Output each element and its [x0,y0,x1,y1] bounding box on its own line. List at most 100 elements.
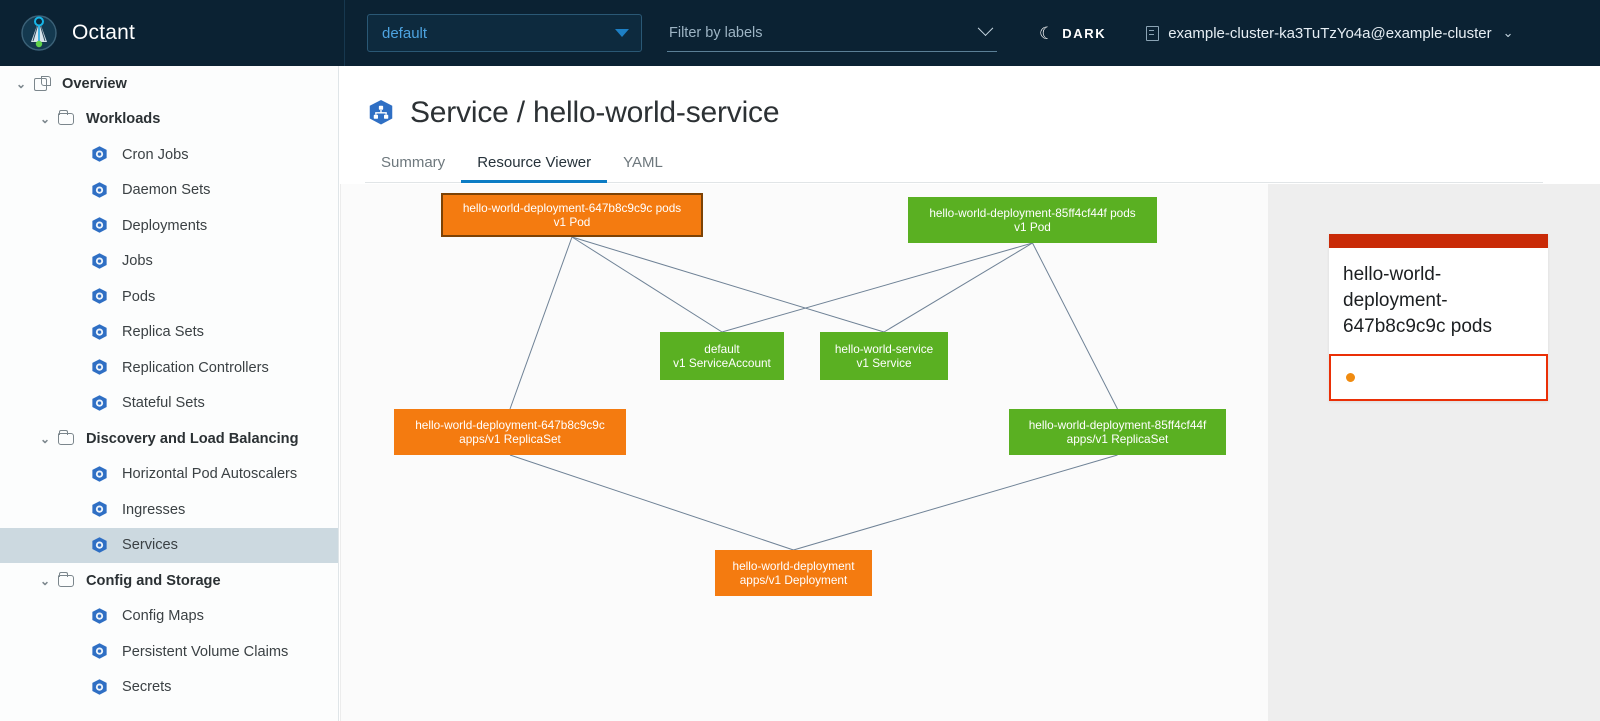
sidebar-item-jobs[interactable]: Jobs [0,244,338,280]
sidebar-item-services[interactable]: Services [0,527,338,563]
k8s-replicaset-icon [90,323,109,342]
graph-node-kind: v1 ServiceAccount [673,356,771,370]
k8s-service-icon [366,98,396,128]
sidebar-item-secrets[interactable]: Secrets [0,670,338,706]
graph-node-title: default [704,341,740,356]
graph-node-kind: apps/v1 ReplicaSet [1066,432,1169,446]
graph-node-kind: v1 Pod [1014,220,1051,234]
folder-icon [58,429,74,445]
tab-yaml[interactable]: YAML [623,154,663,171]
sidebar-item-label: Jobs [122,253,153,270]
brand[interactable]: Octant [0,0,345,66]
graph-edge [721,242,1033,333]
k8s-replicationcontroller-icon [90,358,109,377]
chevron-down-icon[interactable]: ⌄ [39,431,51,446]
sidebar-item-label: Ingresses [122,501,186,518]
sidebar-item-stateful-sets[interactable]: Stateful Sets [0,386,338,422]
sidebar-item-label: Config Maps [122,608,204,625]
labels-filter-placeholder: Filter by labels [669,24,763,41]
caret-down-icon [615,29,629,37]
app-header: Octant default Filter by labels ☾ DARK e… [0,0,1600,66]
sidebar-item-label: Persistent Volume Claims [122,643,289,660]
sidebar-item-config-maps[interactable]: Config Maps [0,599,338,635]
sidebar-item-pods[interactable]: Pods [0,279,338,315]
folder-icon [58,571,74,587]
status-dot-warning-icon [1346,373,1355,382]
graph-edge [509,236,573,410]
resource-viewer: hello-world-deployment-647b8c9c9c pods v1… [340,184,1600,721]
main-content: Service / hello-world-service Summary Res… [339,66,1600,721]
sidebar-item-label: Workloads [86,111,161,128]
sidebar-item-label: Stateful Sets [122,395,205,412]
labels-filter-input[interactable]: Filter by labels [667,14,997,52]
chevron-down-icon[interactable]: ⌄ [39,112,51,127]
graph-edge [1032,242,1118,410]
sidebar-item-workloads[interactable]: ⌄ Workloads [0,102,338,138]
detail-card-title: hello-world-deployment-647b8c9c9c pods [1343,264,1492,337]
graph-node-title: hello-world-deployment-85ff4cf44f pods [929,205,1136,220]
graph-edge [571,236,723,333]
sidebar-item-persistent-volume-claims[interactable]: Persistent Volume Claims [0,634,338,670]
folder-icon [58,110,74,126]
sidebar-item-discovery-and-load-balancing[interactable]: ⌄ Discovery and Load Balancing [0,421,338,457]
sidebar-item-label: Config and Storage [86,572,221,589]
sidebar-item-overview[interactable]: ⌄ Overview [0,66,338,102]
graph-node-kind: v1 Pod [553,215,591,229]
sidebar-item-label: Pods [122,288,156,305]
graph-edge [509,454,794,551]
sidebar-item-deployments[interactable]: Deployments [0,208,338,244]
detail-card-status[interactable] [1329,354,1548,401]
sidebar-item-label: Discovery and Load Balancing [86,430,299,447]
graph-edge [793,454,1118,551]
chevron-down-icon: ⌄ [1502,25,1514,40]
detail-card[interactable]: hello-world-deployment-647b8c9c9c pods [1329,234,1548,401]
namespace-select[interactable]: default [367,14,642,52]
sidebar-item-label: Replica Sets [122,324,204,341]
sidebar-item-daemon-sets[interactable]: Daemon Sets [0,173,338,209]
sidebar-item-label: Secrets [122,679,172,696]
cluster-label: example-cluster-ka3TuTzYo4a@example-clus… [1168,24,1492,42]
theme-toggle[interactable]: ☾ DARK [1039,25,1106,42]
chevron-down-icon[interactable]: ⌄ [15,76,27,91]
brand-title: Octant [72,21,136,44]
sidebar-item-label: Cron Jobs [122,146,189,163]
tab-resource-viewer[interactable]: Resource Viewer [461,148,608,183]
sidebar-item-label: Deployments [122,217,208,234]
tab-summary[interactable]: Summary [381,154,446,171]
sidebar-item-config-and-storage[interactable]: ⌄ Config and Storage [0,563,338,599]
theme-toggle-label: DARK [1062,25,1107,41]
sidebar-item-label: Overview [62,75,127,92]
k8s-statefulset-icon [90,394,109,413]
k8s-deployment-icon [90,216,109,235]
tab-bar[interactable]: Summary Resource Viewer YAML [365,148,1543,183]
k8s-hpa-icon [90,465,109,484]
sidebar-item-ingresses[interactable]: Ingresses [0,492,338,528]
sidebar-item-label: Services [122,537,178,554]
octant-logo-icon [20,14,58,52]
chevron-down-icon [977,20,994,37]
page-title-text: Service / hello-world-service [410,96,780,129]
chevron-down-icon[interactable]: ⌄ [39,573,51,588]
sidebar-item-replica-sets[interactable]: Replica Sets [0,315,338,351]
cluster-selector[interactable]: example-cluster-ka3TuTzYo4a@example-clus… [1146,24,1514,42]
k8s-daemonset-icon [90,181,109,200]
namespace-value: default [382,24,428,42]
sidebar-item-cron-jobs[interactable]: Cron Jobs [0,137,338,173]
graph-node-title: hello-world-deployment [732,558,855,573]
graph-edge [571,236,885,333]
graph-node-kind: v1 Service [856,356,912,370]
sidebar-item-replication-controllers[interactable]: Replication Controllers [0,350,338,386]
overview-icon [34,76,51,92]
sidebar-item-horizontal-pod-autoscalers[interactable]: Horizontal Pod Autoscalers [0,457,338,493]
page-title: Service / hello-world-service [339,66,1600,130]
k8s-cronjob-icon [90,145,109,164]
